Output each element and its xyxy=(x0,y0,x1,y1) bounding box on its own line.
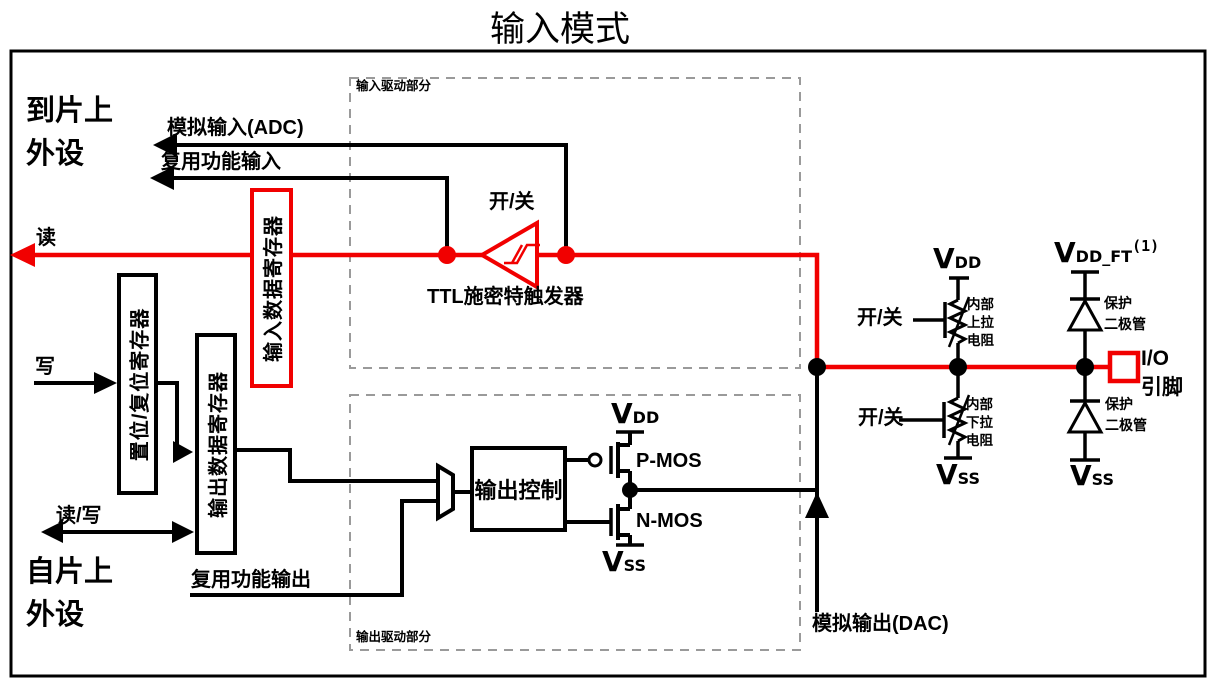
junction-dot xyxy=(622,482,638,498)
output-control-label: 输出控制 xyxy=(474,478,563,503)
schmitt-trigger-icon xyxy=(478,219,540,291)
input-driver-dashed-box xyxy=(349,77,801,369)
pull-down-resistor-icon xyxy=(899,371,972,460)
read-write-label: 读/写 xyxy=(56,505,102,527)
pmos-label: P-MOS xyxy=(636,450,702,472)
up-arrow-icon xyxy=(805,492,829,518)
analog-output-wire xyxy=(805,367,829,612)
output-control-box: 输出控制 xyxy=(470,446,567,532)
pmos-transistor-icon xyxy=(587,430,644,490)
write-label: 写 xyxy=(35,356,55,378)
junction-dot xyxy=(557,246,575,264)
analog-input-label: 模拟输入(ADC) xyxy=(167,117,304,139)
register-label: 输出数据寄存器 xyxy=(207,370,230,518)
pull-up-switch-label: 开/关 xyxy=(857,307,903,329)
schmitt-trigger-label: TTL施密特触发器 xyxy=(427,286,584,308)
left-arrow-icon xyxy=(10,243,35,267)
write-wire xyxy=(34,372,117,394)
to-chip-peripheral-label: 到片上 外设 xyxy=(26,95,114,170)
vss-label-pulldown: VSS xyxy=(936,458,980,491)
setreset-to-odr-wire xyxy=(158,381,193,463)
register-label: 置位/复位寄存器 xyxy=(129,307,151,461)
vddft-label: VDD_FT(1) xyxy=(1054,236,1160,269)
protection-diode-bottom-label: 保护 二极管 xyxy=(1105,396,1147,433)
page-title: 输入模式 xyxy=(489,10,630,49)
schmitt-to-io-wire xyxy=(537,252,820,367)
hysteresis-icon xyxy=(504,243,540,265)
nmos-transistor-icon xyxy=(609,490,644,547)
alt-function-input-wire xyxy=(150,166,449,251)
input-driver-section-label: 输入驱动部分 xyxy=(356,79,432,93)
right-arrow-icon xyxy=(94,372,117,394)
schmitt-switch-label: 开/关 xyxy=(489,191,535,213)
junction-dot xyxy=(1076,358,1094,376)
pull-down-resistor-label: 内部 下拉 电阻 xyxy=(966,397,993,448)
pmos-bubble-icon xyxy=(587,452,603,468)
vss-label-mos: VSS xyxy=(602,545,646,578)
left-arrow-icon xyxy=(153,133,177,157)
io-pin-pad-icon xyxy=(1107,350,1141,384)
right-arrow-icon xyxy=(172,521,194,543)
input-data-register-box: 输入数据寄存器 xyxy=(250,188,293,388)
alt-function-input-label: 复用功能输入 xyxy=(161,151,281,173)
vss-label-diode: VSS xyxy=(1070,459,1114,492)
alt-function-output-wire xyxy=(190,499,438,597)
left-arrow-icon xyxy=(150,166,174,190)
vdd-label-pullup: VDD xyxy=(933,242,982,275)
io-pin-label: I/O 引脚 xyxy=(1141,347,1183,399)
protection-diode-bottom-icon xyxy=(1066,374,1104,462)
odr-to-mux-wire xyxy=(237,448,438,483)
pull-up-resistor-icon xyxy=(913,276,971,362)
from-chip-peripheral-label: 自片上 外设 xyxy=(26,556,114,631)
pull-up-resistor-label: 内部 上拉 电阻 xyxy=(967,297,994,348)
vdd-label-mos: VDD xyxy=(611,397,660,430)
read-write-wire xyxy=(41,521,194,543)
pull-down-switch-label: 开/关 xyxy=(858,407,904,429)
right-arrow-icon xyxy=(173,441,193,463)
alt-function-output-label: 复用功能输出 xyxy=(191,569,311,591)
analog-input-wire xyxy=(153,133,568,251)
output-data-register-box: 输出数据寄存器 xyxy=(195,333,237,555)
protection-diode-top-label: 保护 二极管 xyxy=(1104,295,1146,332)
read-wire xyxy=(10,243,484,267)
nmos-label: N-MOS xyxy=(636,510,703,532)
diagram-frame xyxy=(9,49,1207,678)
junction-dot xyxy=(808,358,826,376)
junction-dot xyxy=(949,358,967,376)
output-driver-section-label: 输出驱动部分 xyxy=(356,630,432,644)
protection-diode-top-icon xyxy=(1066,270,1104,360)
read-label: 读 xyxy=(36,227,56,249)
register-label: 输入数据寄存器 xyxy=(263,214,285,362)
mux-icon xyxy=(436,462,455,522)
junction-dot xyxy=(438,246,456,264)
bit-set-reset-register-box: 置位/复位寄存器 xyxy=(117,273,158,495)
left-arrow-icon xyxy=(41,521,63,543)
analog-output-label: 模拟输出(DAC) xyxy=(812,613,949,635)
output-driver-dashed-box xyxy=(349,394,801,651)
